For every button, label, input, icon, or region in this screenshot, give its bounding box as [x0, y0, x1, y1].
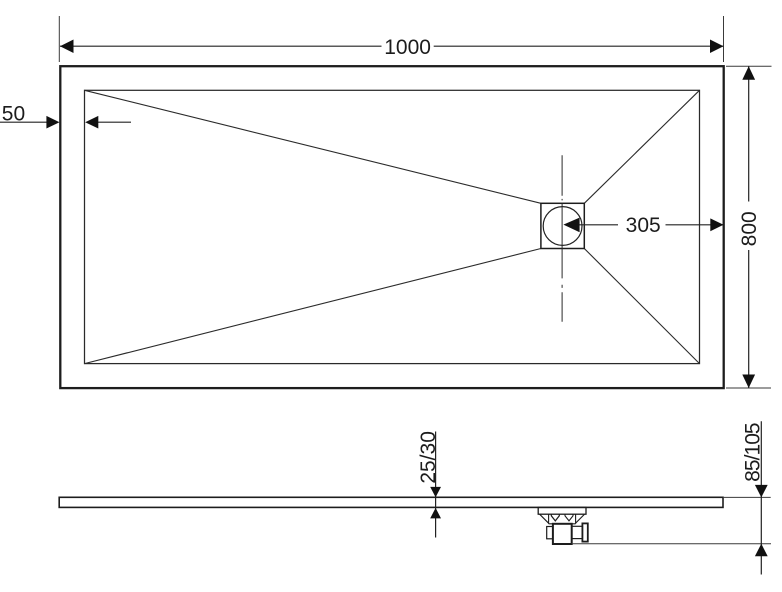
svg-text:1000: 1000 [384, 36, 431, 59]
svg-text:800: 800 [738, 211, 761, 246]
svg-text:85/105: 85/105 [741, 423, 764, 482]
svg-text:305: 305 [626, 214, 661, 237]
svg-text:25/30: 25/30 [417, 431, 440, 484]
svg-text:50: 50 [2, 103, 25, 126]
